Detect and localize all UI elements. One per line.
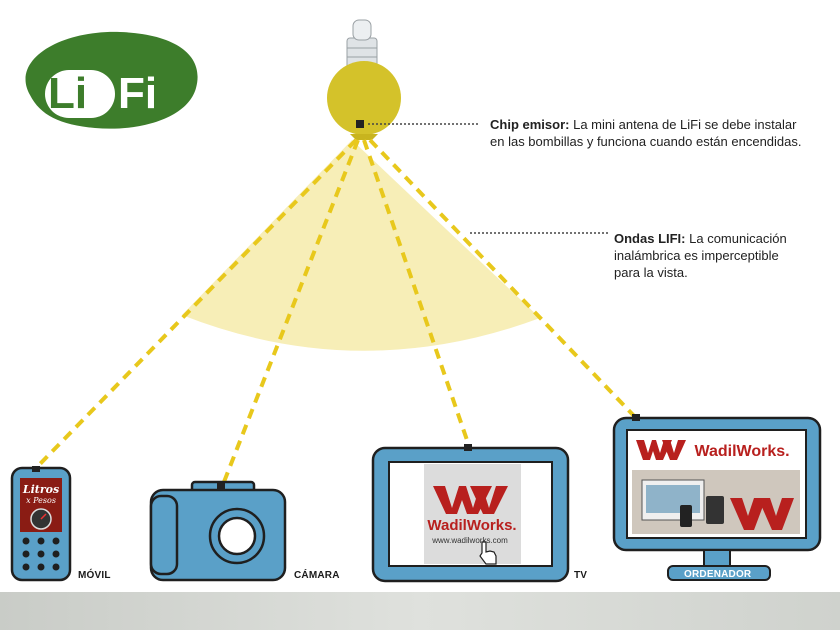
camera-device [149,480,287,582]
lifi-logo: Li Fi [25,31,198,129]
chip-annotation-line2: en las bombillas y funciona cuando están… [490,134,802,149]
waves-annotation-line3: para la vista. [614,265,688,280]
logo-text-left: Li [48,69,87,118]
ray-to-computer [368,138,638,420]
tv-device: WadilWorks. www.wadilworks.com [371,444,570,583]
computer-label: ORDENADOR [684,569,752,580]
phone-screen-line2: x Pesos [26,496,56,505]
ray-to-tv [362,139,470,444]
phone-keypad [22,537,60,571]
phone-label: MÓVIL [78,570,111,581]
waves-annotation-line1: La comunicación [689,231,787,246]
chip-annotation: Chip emisor: La mini antena de LiFi se d… [490,116,830,150]
computer-brand-text: WadilWorks. [694,443,789,460]
footer-band [0,592,840,630]
ray-to-phone [36,138,358,468]
tv-brand-text: WadilWorks. [427,517,516,534]
computer-brand-logo [636,440,686,460]
chip-annotation-line1: La mini antena de LiFi se debe instalar [573,117,797,132]
waves-annotation: Ondas LIFI: La comunicación inalámbrica … [614,230,834,281]
tv-url-text: www.wadilworks.com [431,536,508,545]
light-bulb-icon [327,19,401,140]
ray-to-camera [220,139,360,488]
hand-cursor-icon [479,541,497,565]
computer-device: WadilWorks. [612,414,822,581]
phone-screen-line1: Litros [22,483,59,496]
chip-annotation-title: Chip emisor: [490,117,570,132]
light-cone [182,140,540,351]
tv-label: TV [574,570,588,581]
tv-brand-logo [433,486,508,514]
waves-annotation-line2: inalámbrica es imperceptible [614,248,779,263]
camera-label: CÁMARA [294,570,340,581]
phone-device: Litros x Pesos [10,466,72,582]
logo-text-right: Fi [118,69,157,118]
waves-annotation-title: Ondas LIFI: [614,231,686,246]
